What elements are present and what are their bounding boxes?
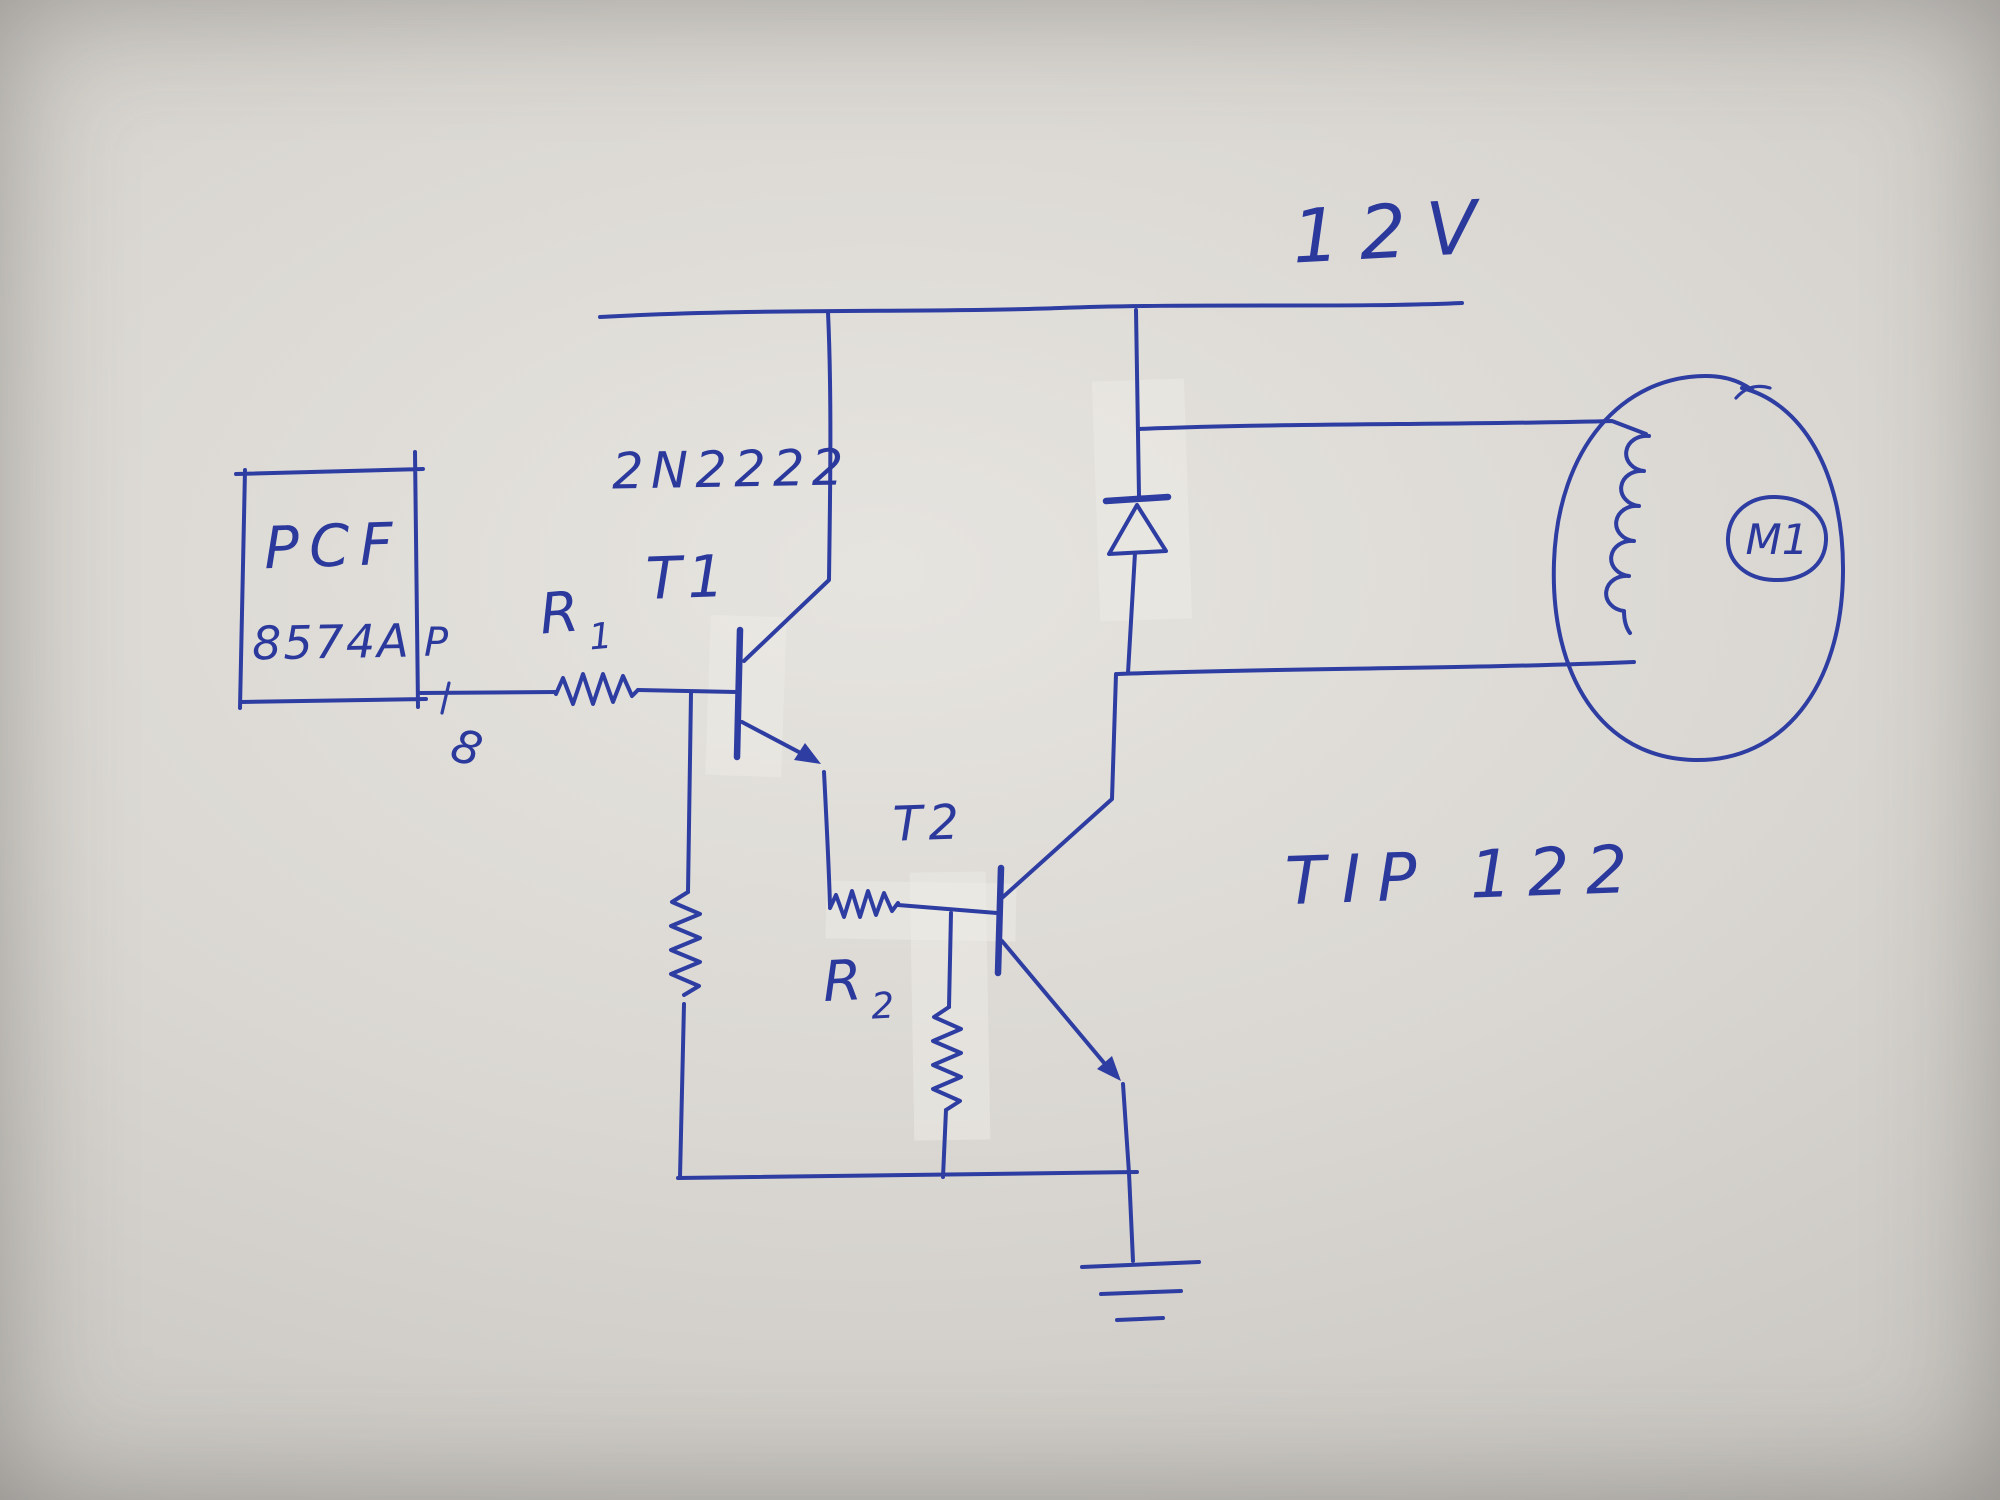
motor-outline [1551, 374, 1846, 763]
r2-letter: R [821, 948, 863, 1015]
correction-patch [705, 614, 787, 778]
t2-collector-wire [1001, 672, 1118, 899]
r2-resistor [828, 889, 900, 919]
ink-drawing [234, 301, 1846, 1322]
t1-emitter-arrow-icon [794, 743, 821, 764]
r1-label: R 1 [537, 577, 614, 663]
motor-outline-hook [1734, 384, 1772, 400]
base-pulldown-resistor [669, 890, 702, 997]
base-pulldown-wire-top [686, 691, 693, 894]
correction-patch [825, 880, 1017, 942]
ic-pin-tick [440, 681, 451, 715]
t1-collector-wire [742, 310, 833, 663]
r1-letter: R [537, 579, 581, 647]
r1-subscript: 1 [587, 616, 613, 659]
ic-name-line1-label: PCF [263, 509, 404, 582]
r2-pulldown-resistor [931, 1005, 963, 1112]
ic-name-line2-label: 8574A [252, 614, 411, 671]
r2-pulldown-wire-bottom [941, 1108, 948, 1179]
diode-lower-wire [1126, 551, 1137, 675]
ic-package-label: P [424, 620, 449, 666]
supply-rail-wire [598, 301, 1464, 319]
ground-rail-wire [676, 1170, 1139, 1180]
r2-subscript: 2 [870, 985, 895, 1027]
ic-output-wire [416, 690, 558, 695]
r1-to-base-wire [636, 688, 738, 694]
ic-box-outline [234, 450, 428, 710]
supply-voltage-label: 12V [1290, 184, 1499, 281]
base-pulldown-wire-bottom [678, 1002, 686, 1179]
ground-symbol-icon [1080, 1260, 1201, 1322]
ground-stub-wire [1127, 1171, 1135, 1263]
r2-to-base-wire [896, 903, 999, 915]
motor-top-wire [1137, 419, 1648, 436]
ic-pin-number-label: 8 [445, 718, 488, 778]
motor-hub-outline [1725, 494, 1829, 583]
motor-designator-label: M1 [1746, 515, 1809, 564]
r2-pulldown-wire-top [947, 911, 953, 1009]
t1-emitter-down-wire [822, 770, 832, 908]
handwritten-labels: 12V 2N2222 T1 R 1 8 PCF 8574A P T2 R 2 T… [252, 184, 1809, 1031]
t2-emitter-down-wire [1121, 1082, 1131, 1175]
t1-part-number-label: 2N2222 [612, 438, 851, 500]
diode-cathode-bar [1102, 493, 1172, 505]
t2-emitter-wire [1000, 939, 1112, 1072]
motor-coil-icon [1604, 433, 1651, 635]
t2-emitter-arrow-icon [1097, 1056, 1121, 1081]
diode-branch-wire [1134, 308, 1141, 498]
motor-bottom-wire [1116, 660, 1636, 676]
t2-part-number-label: TIP 122 [1284, 831, 1645, 920]
t1-base-bar [733, 626, 744, 761]
r1-resistor [554, 672, 640, 706]
t2-base-bar [994, 864, 1005, 977]
flyback-diode-icon [1107, 503, 1168, 556]
t1-designator-label: T1 [645, 542, 732, 613]
t2-designator-label: T2 [892, 794, 966, 852]
r2-label: R 2 [821, 947, 895, 1031]
